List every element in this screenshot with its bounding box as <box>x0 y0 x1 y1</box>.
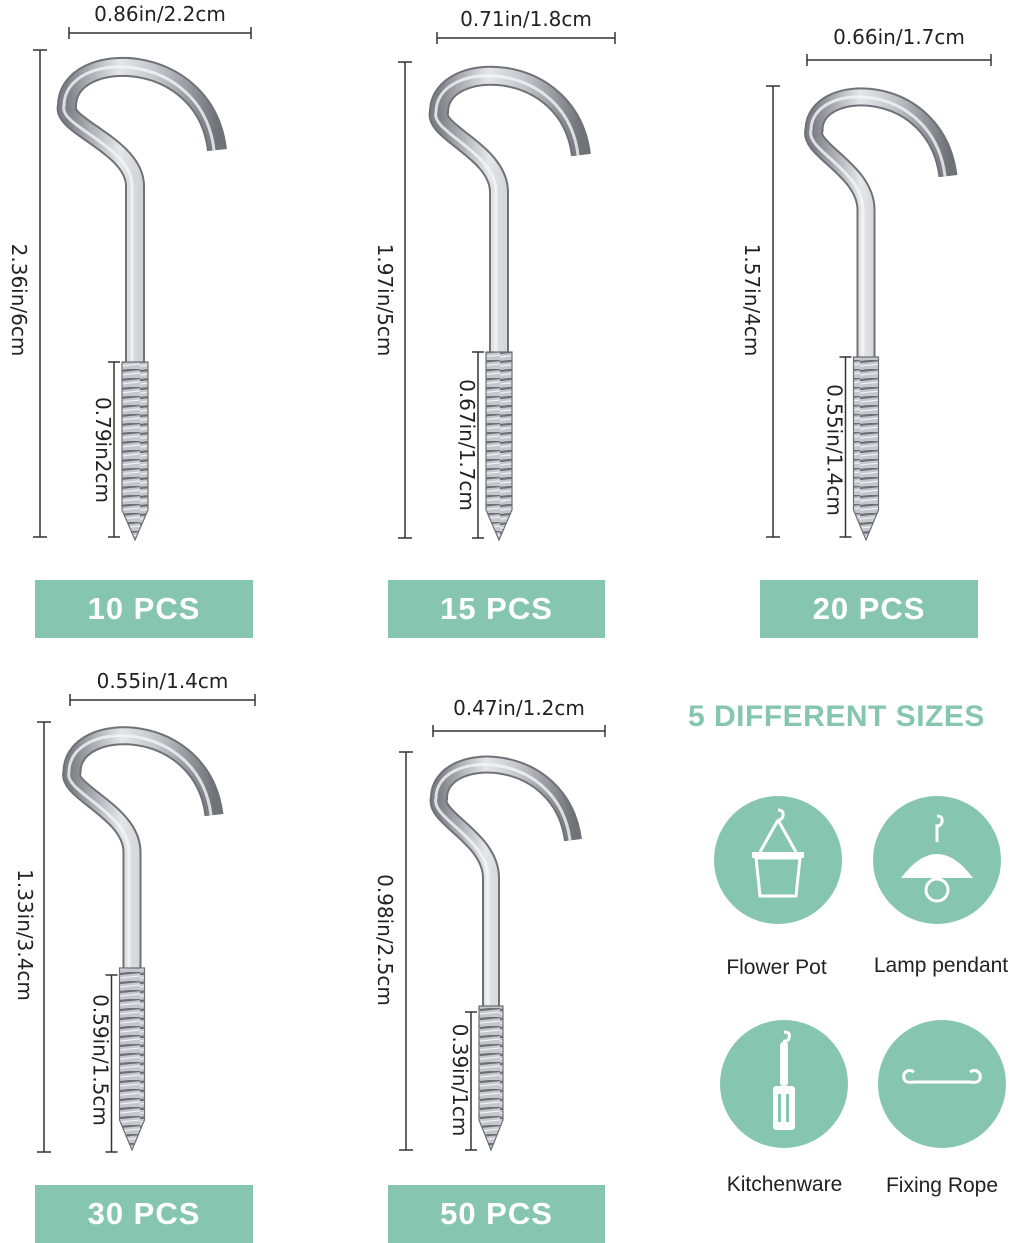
fixing-rope-icon <box>878 1020 1006 1148</box>
screw-thread-50pcs <box>478 1005 504 1152</box>
width-label-20pcs: 0.66in/1.7cm <box>833 25 965 49</box>
lamp-pendant-icon <box>873 796 1001 924</box>
width-label-30pcs: 0.55in/1.4cm <box>97 669 229 693</box>
height-label-20pcs: 1.57in/4cm <box>740 244 764 357</box>
thread-length-label-10pcs: 0.79in2cm <box>91 397 115 503</box>
hook-wire-15pcs <box>430 67 589 352</box>
width-label-10pcs: 0.86in/2.2cm <box>94 2 226 26</box>
use-label-kitchenware: Kitchenware <box>726 1173 843 1196</box>
use-label-flower-pot: Flower Pot <box>726 956 827 979</box>
quantity-badge-10: 10 PCS <box>35 580 253 638</box>
screw-thread-20pcs <box>852 356 880 542</box>
thread-length-label-15pcs: 0.67in/1.7cm <box>455 379 479 511</box>
hook-wire-50pcs <box>431 757 580 1006</box>
height-label-10pcs: 2.36in/6cm <box>7 244 31 357</box>
use-label-lamp-pendant: Lamp pendant <box>873 954 1009 977</box>
hook-wire-10pcs <box>58 58 225 362</box>
screw-thread-30pcs <box>118 967 146 1152</box>
thread-length-label-20pcs: 0.55in/1.4cm <box>823 384 847 516</box>
hook-highlight-50pcs <box>434 763 572 1008</box>
hook-highlight-30pcs <box>67 734 213 970</box>
quantity-badge-20: 20 PCS <box>760 580 978 638</box>
hook-highlight-10pcs <box>62 65 216 364</box>
sizes-heading: 5 DIFFERENT SIZES <box>688 700 985 733</box>
thread-length-label-30pcs: 0.59in/1.5cm <box>89 994 113 1126</box>
width-label-15pcs: 0.71in/1.8cm <box>460 7 592 31</box>
hook-wire-30pcs <box>64 728 222 968</box>
height-label-50pcs: 0.98in/2.5cm <box>373 874 397 1006</box>
hook-highlight-20pcs <box>809 95 947 359</box>
flower-pot-icon <box>714 796 842 924</box>
width-label-50pcs: 0.47in/1.2cm <box>453 696 585 720</box>
quantity-badge-30: 30 PCS <box>35 1185 253 1243</box>
thread-length-label-50pcs: 0.39in/1cm <box>448 1024 472 1137</box>
hook-highlight-15pcs <box>434 74 580 354</box>
height-label-15pcs: 1.97in/5cm <box>373 244 397 357</box>
kitchenware-icon <box>720 1020 848 1148</box>
use-label-fixing-rope: Fixing Rope <box>885 1174 999 1197</box>
screw-thread-10pcs <box>121 361 149 542</box>
screw-thread-15pcs <box>485 351 513 542</box>
quantity-badge-50: 50 PCS <box>388 1185 605 1243</box>
height-label-30pcs: 1.33in/3.4cm <box>13 869 37 1001</box>
quantity-badge-15: 15 PCS <box>388 580 605 638</box>
hook-wire-20pcs <box>806 89 956 357</box>
